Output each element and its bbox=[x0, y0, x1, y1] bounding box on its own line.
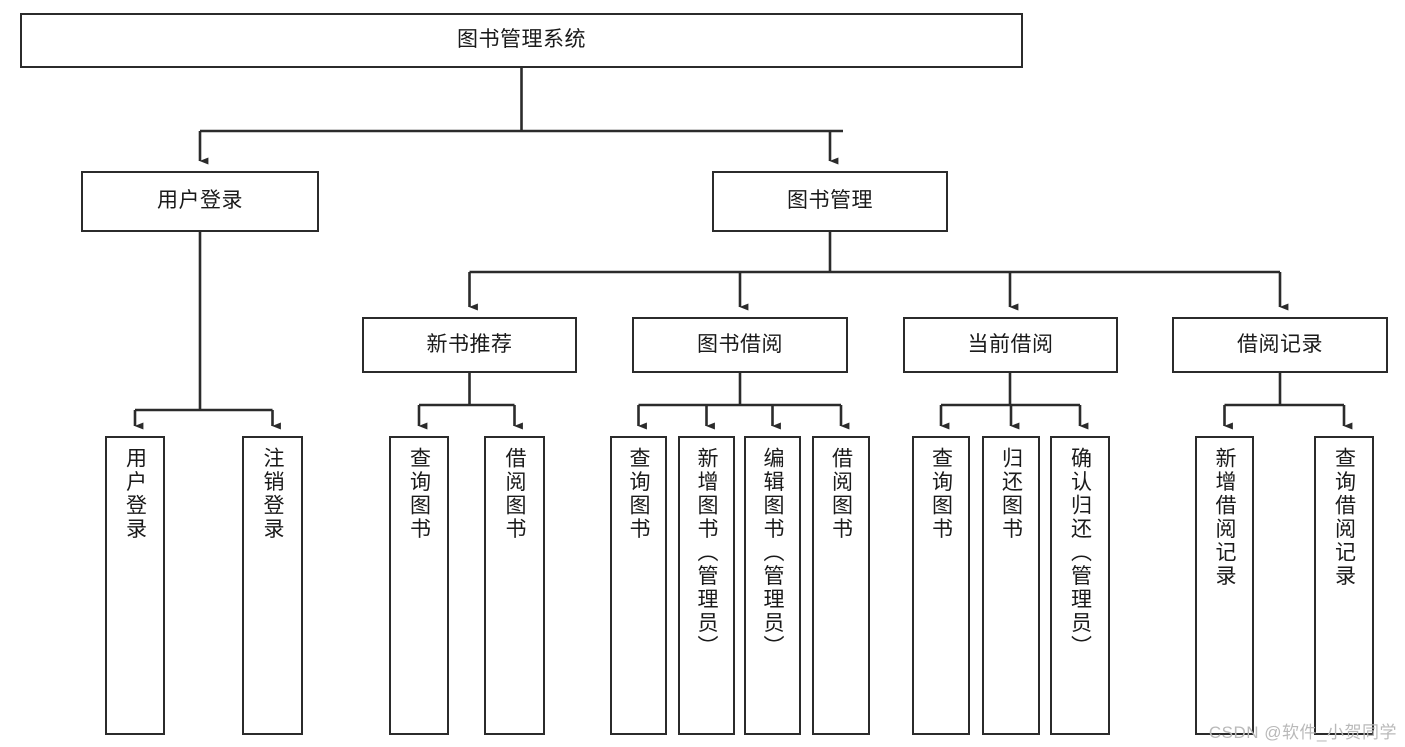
node-leaf-query-borrow-record[interactable]: 查询借阅记录 bbox=[1314, 436, 1374, 735]
node-book-borrow[interactable]: 图书借阅 bbox=[632, 317, 848, 373]
node-leaf-query-book-1[interactable]: 查询图书 bbox=[389, 436, 449, 735]
node-leaf-return-book[interactable]: 归还图书 bbox=[982, 436, 1040, 735]
node-leaf-edit-book-admin[interactable]: 编辑图书（管理员） bbox=[744, 436, 801, 735]
node-leaf-confirm-return-admin[interactable]: 确认归还（管理员） bbox=[1050, 436, 1110, 735]
node-leaf-add-borrow-record[interactable]: 新增借阅记录 bbox=[1195, 436, 1254, 735]
node-new-book-recommend-label: 新书推荐 bbox=[426, 332, 513, 356]
node-leaf-query-book-2[interactable]: 查询图书 bbox=[610, 436, 667, 735]
node-user-login[interactable]: 用户登录 bbox=[81, 171, 319, 232]
node-leaf-add-book-admin-label: 新增图书（管理员） bbox=[695, 447, 718, 659]
node-leaf-user-login-label: 用户登录 bbox=[123, 447, 147, 541]
node-leaf-logout-login[interactable]: 注销登录 bbox=[242, 436, 303, 735]
node-leaf-add-borrow-record-label: 新增借阅记录 bbox=[1213, 447, 1236, 588]
node-book-borrow-label: 图书借阅 bbox=[697, 332, 783, 356]
node-leaf-edit-book-admin-label: 编辑图书（管理员） bbox=[761, 447, 784, 659]
node-user-login-label: 用户登录 bbox=[157, 189, 243, 213]
node-leaf-query-borrow-record-label: 查询借阅记录 bbox=[1332, 447, 1356, 588]
node-leaf-query-book-3-label: 查询图书 bbox=[929, 447, 953, 541]
watermark-text: CSDN @软件_小贺同学 bbox=[1208, 723, 1397, 742]
node-leaf-return-book-label: 归还图书 bbox=[999, 447, 1023, 541]
node-current-borrow[interactable]: 当前借阅 bbox=[903, 317, 1118, 373]
node-borrow-record[interactable]: 借阅记录 bbox=[1172, 317, 1388, 373]
node-leaf-add-book-admin[interactable]: 新增图书（管理员） bbox=[678, 436, 735, 735]
node-book-manage[interactable]: 图书管理 bbox=[712, 171, 948, 232]
node-leaf-borrow-book-2[interactable]: 借阅图书 bbox=[812, 436, 870, 735]
node-leaf-query-book-1-label: 查询图书 bbox=[407, 447, 431, 541]
node-leaf-query-book-3[interactable]: 查询图书 bbox=[912, 436, 970, 735]
node-leaf-user-login[interactable]: 用户登录 bbox=[105, 436, 165, 735]
node-root-system-label: 图书管理系统 bbox=[457, 28, 586, 52]
node-new-book-recommend[interactable]: 新书推荐 bbox=[362, 317, 577, 373]
node-leaf-borrow-book-2-label: 借阅图书 bbox=[829, 447, 853, 541]
node-leaf-borrow-book-1-label: 借阅图书 bbox=[503, 447, 526, 541]
node-leaf-logout-login-label: 注销登录 bbox=[261, 447, 284, 541]
node-leaf-confirm-return-admin-label: 确认归还（管理员） bbox=[1068, 447, 1092, 659]
node-leaf-query-book-2-label: 查询图书 bbox=[627, 447, 650, 541]
node-borrow-record-label: 借阅记录 bbox=[1237, 332, 1323, 356]
node-book-manage-label: 图书管理 bbox=[787, 189, 873, 213]
node-leaf-borrow-book-1[interactable]: 借阅图书 bbox=[484, 436, 545, 735]
node-current-borrow-label: 当前借阅 bbox=[967, 332, 1054, 356]
node-root-system[interactable]: 图书管理系统 bbox=[20, 13, 1023, 68]
